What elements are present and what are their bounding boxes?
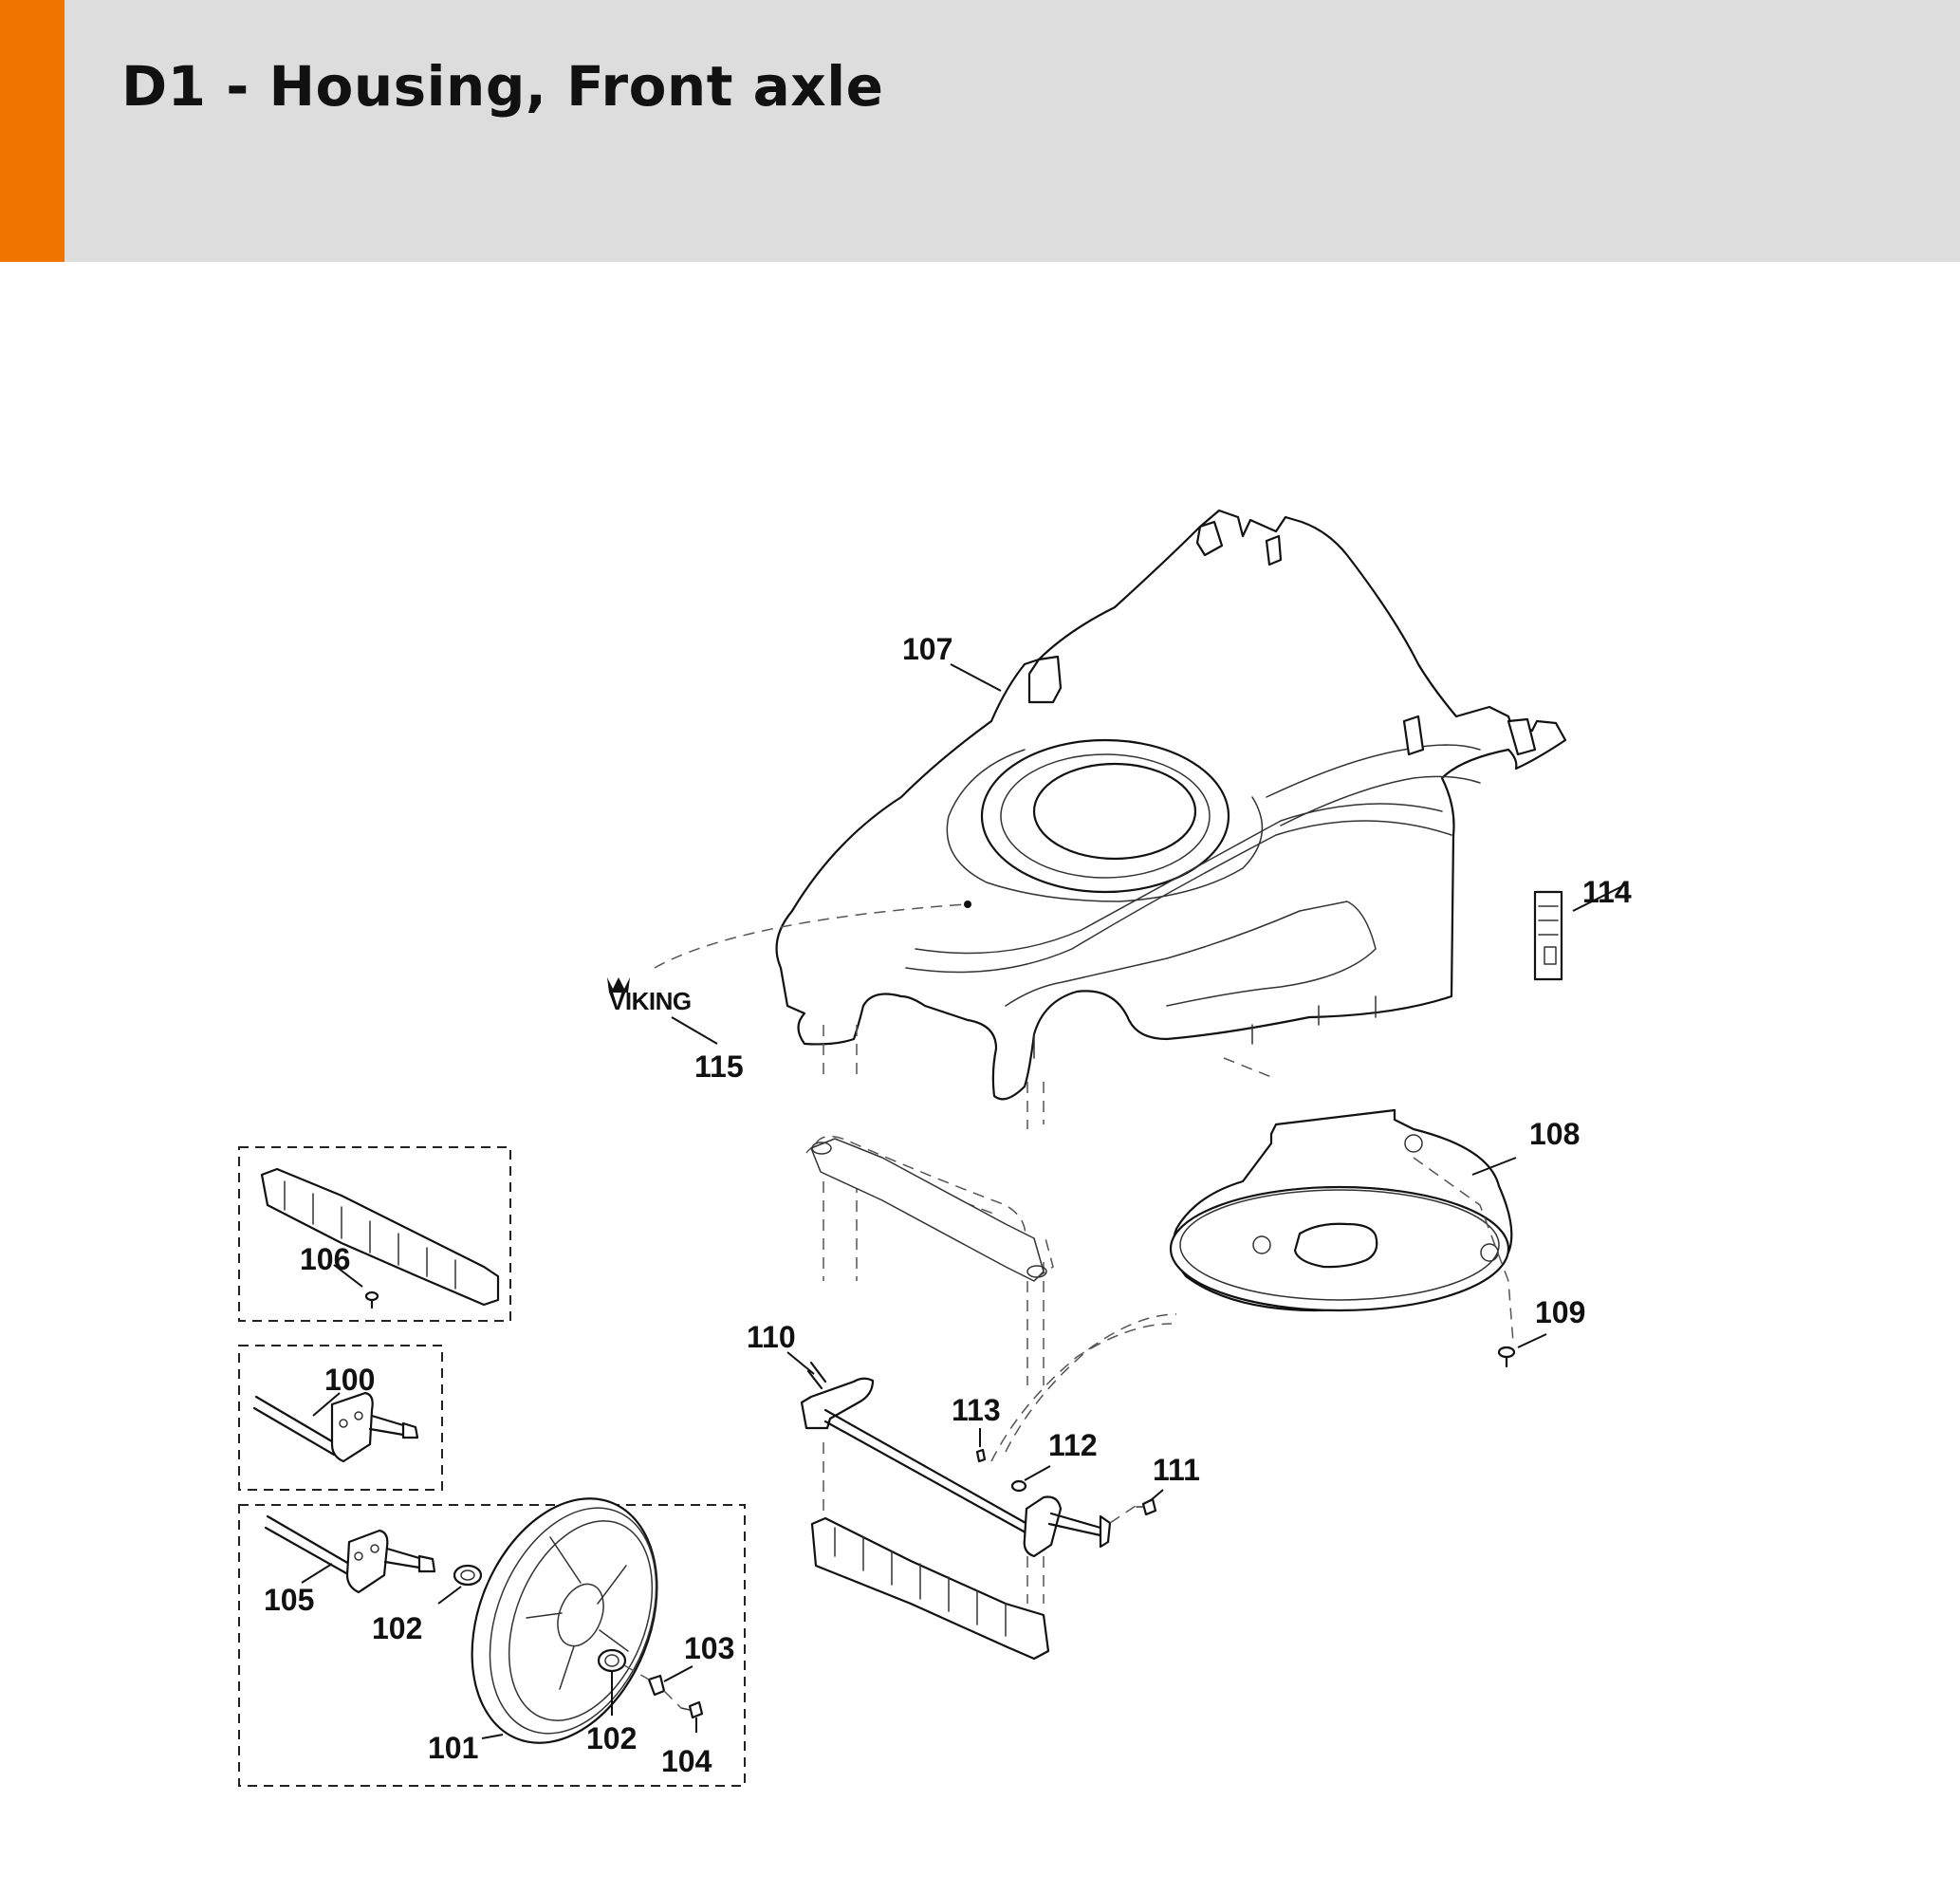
page-title: D1 - Housing, Front axle	[121, 54, 884, 119]
bushing-102a-part	[453, 1564, 483, 1587]
accent-stripe	[0, 0, 65, 262]
callout-103: 103	[684, 1631, 734, 1665]
callout-102-lower: 102	[586, 1721, 637, 1755]
callout-106: 106	[300, 1242, 350, 1276]
viking-logo: VIKING	[607, 903, 967, 1015]
callout-108: 108	[1529, 1117, 1580, 1151]
screw-104-part	[663, 1690, 704, 1719]
upper-bar-part	[810, 1138, 1047, 1282]
blade-cover-part	[1169, 1057, 1514, 1344]
callout-105: 105	[264, 1583, 314, 1617]
bar-106-part	[260, 1167, 500, 1309]
callout-102-upper: 102	[372, 1611, 422, 1645]
axle-100-part	[252, 1391, 419, 1463]
callout-115: 115	[694, 1049, 744, 1084]
viking-logo-text: VIKING	[609, 987, 692, 1015]
front-bar-part	[810, 1516, 1050, 1661]
callout-104: 104	[661, 1744, 712, 1778]
housing-part	[775, 509, 1567, 1101]
wheel-101-part	[471, 1497, 658, 1744]
washer-112-part	[1010, 1479, 1027, 1493]
callout-112: 112	[1048, 1428, 1098, 1462]
detail-box-106	[238, 1146, 511, 1322]
label-tag-part	[1533, 890, 1563, 981]
axle-105-part	[264, 1514, 436, 1594]
callout-101: 101	[428, 1731, 478, 1765]
callout-114: 114	[1582, 875, 1632, 909]
callout-110: 110	[747, 1320, 796, 1354]
detail-box-100	[238, 1345, 443, 1491]
screw-111-part	[1136, 1497, 1157, 1516]
detail-box-wheel	[238, 1504, 746, 1787]
front-axle-part	[800, 1361, 1139, 1558]
assembly-guides	[823, 1025, 1045, 1604]
callout-113: 113	[952, 1393, 1001, 1427]
leader-lines	[301, 663, 1627, 1739]
callout-109: 109	[1535, 1295, 1585, 1329]
nut-113-part	[975, 1448, 987, 1463]
callout-100: 100	[324, 1363, 375, 1397]
callout-107: 107	[902, 632, 952, 666]
bushing-102b-part	[597, 1648, 627, 1673]
header-bar	[0, 0, 1960, 262]
callout-111: 111	[1153, 1453, 1200, 1487]
screw-109-part	[1497, 1346, 1516, 1368]
